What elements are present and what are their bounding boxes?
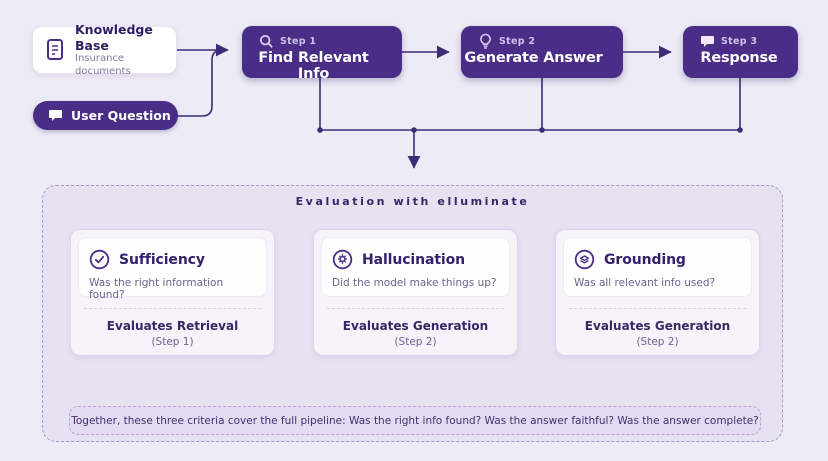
criterion-step: (Step 1)	[151, 336, 194, 348]
step-number-label: Step 1	[280, 35, 317, 47]
criterion-card-grounding[interactable]: Grounding Was all relevant info used? Ev…	[555, 229, 760, 356]
step-header: Step 3	[700, 33, 798, 49]
step-title: Response	[700, 50, 778, 66]
knowledge-base-text: Knowledge Base Insurance documents	[75, 22, 176, 78]
step-number-label: Step 3	[721, 35, 758, 47]
criterion-inner-panel: Grounding Was all relevant info used?	[563, 237, 752, 297]
step-box-find-relevant-info[interactable]: Step 1 Find Relevant Info	[242, 26, 402, 82]
step-header: Step 2	[478, 33, 623, 49]
criterion-question: Was the right information found?	[89, 277, 224, 301]
criterion-name: Sufficiency	[119, 251, 205, 268]
pipeline-summary-text: Together, these three criteria cover the…	[71, 414, 759, 427]
step-header: Step 1	[259, 33, 402, 49]
step-number-label: Step 2	[499, 35, 536, 47]
divider	[327, 308, 504, 309]
criterion-evaluates: Evaluates Generation	[584, 319, 731, 333]
criterion-card-sufficiency[interactable]: Sufficiency Was the right information fo…	[70, 229, 275, 356]
step-box-response[interactable]: Step 3 Response	[683, 26, 798, 78]
check-circle-icon	[89, 249, 110, 270]
user-question-pill[interactable]: User Question	[33, 101, 178, 130]
speech-bubble-icon	[48, 109, 63, 122]
divider	[569, 308, 746, 309]
user-question-label: User Question	[71, 108, 171, 123]
lightbulb-icon	[478, 33, 493, 49]
criterion-name: Hallucination	[362, 251, 466, 268]
layers-circle-icon	[574, 249, 595, 270]
step-title: Generate Answer	[464, 50, 603, 66]
criterion-question: Was all relevant info used?	[574, 277, 716, 289]
knowledge-base-card[interactable]: Knowledge Base Insurance documents	[32, 22, 177, 77]
step-box-generate-answer[interactable]: Step 2 Generate Answer	[461, 26, 623, 78]
criterion-evaluates: Evaluates Generation	[342, 319, 489, 333]
criterion-name: Grounding	[604, 251, 686, 268]
knowledge-base-title: Knowledge Base	[75, 21, 153, 53]
knowledge-base-subtitle: Insurance documents	[75, 53, 131, 77]
evaluation-title: Evaluation with elluminate	[295, 195, 530, 208]
pipeline-summary-box: Together, these three criteria cover the…	[69, 406, 761, 435]
criterion-evaluates: Evaluates Retrieval	[106, 319, 239, 333]
criterion-step: (Step 2)	[394, 336, 437, 348]
criterion-inner-panel: Hallucination Did the model make things …	[321, 237, 510, 297]
criterion-step: (Step 2)	[636, 336, 679, 348]
evaluation-container: Evaluation with elluminate Sufficiency W…	[42, 185, 783, 442]
criterion-question: Did the model make things up?	[332, 277, 497, 289]
criterion-inner-panel: Sufficiency Was the right information fo…	[78, 237, 267, 301]
divider	[84, 308, 261, 309]
step-title: Find Relevant Info	[258, 50, 369, 82]
document-icon	[43, 37, 67, 63]
speech-bubble-icon	[700, 35, 715, 48]
criterion-card-hallucination[interactable]: Hallucination Did the model make things …	[313, 229, 518, 356]
magnifier-icon	[259, 34, 274, 49]
bulb-circle-icon	[332, 249, 353, 270]
